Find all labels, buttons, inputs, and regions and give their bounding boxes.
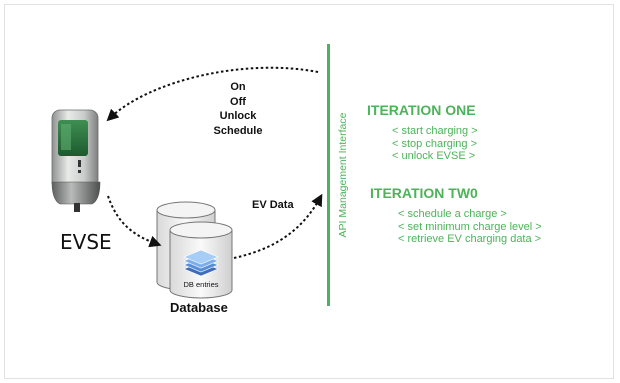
command-schedule: Schedule: [213, 124, 263, 137]
api-interface-label: API Management Interface: [337, 112, 349, 238]
iteration-two-item: < schedule a charge >: [398, 208, 507, 220]
iteration-two-title: ITERATION TW0: [370, 185, 478, 201]
iteration-one-items: < start charging > < stop charging > < u…: [392, 125, 478, 163]
iteration-one-item: < unlock EVSE >: [392, 150, 476, 162]
evse-title: EVSE: [60, 230, 112, 254]
command-unlock: Unlock: [219, 110, 257, 122]
iteration-one-title: ITERATION ONE: [367, 102, 476, 118]
diagram-frame: [4, 4, 614, 379]
database-title: Database: [170, 300, 228, 315]
api-interface-bar: [327, 44, 330, 306]
iteration-one-item: < start charging >: [392, 125, 478, 137]
evse-charger-icon: [51, 109, 101, 212]
iteration-two-items: < schedule a charge > < set minimum char…: [398, 208, 542, 246]
command-list: On Off Unlock Schedule: [198, 80, 278, 138]
db-entries-label: DB entries: [183, 280, 219, 289]
ev-data-arrow: [233, 193, 323, 259]
iteration-two-item: < set minimum charge level >: [398, 220, 542, 233]
iteration-two-item: < retrieve EV charging data >: [398, 233, 542, 245]
db-entries-stack-icon: [183, 249, 219, 277]
command-arrow: [106, 66, 319, 122]
evse-to-database-arrow: [107, 195, 162, 248]
command-on: On: [230, 81, 246, 93]
iteration-one-item: < stop charging >: [392, 137, 478, 150]
ev-data-label: EV Data: [252, 199, 294, 211]
command-off: Off: [230, 95, 246, 108]
